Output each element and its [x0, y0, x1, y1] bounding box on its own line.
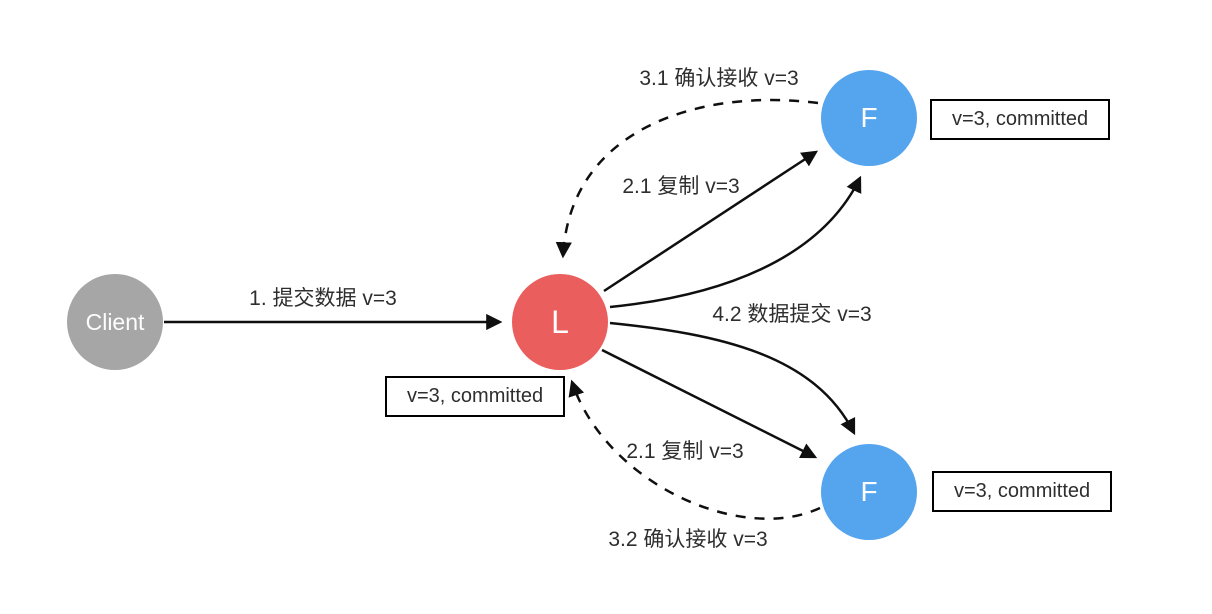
- edge-label-ack-bottom: 3.2 确认接收 v=3: [608, 528, 768, 551]
- edge-commit-top-arrow: [609, 175, 862, 309]
- client-node-label: Client: [85, 308, 145, 335]
- follower-top-status-box: v=3, committed: [930, 99, 1111, 140]
- edge-ack-top-arrow: [555, 98, 819, 259]
- follower-top-node: F: [821, 70, 917, 166]
- leader-node-label: L: [551, 303, 569, 340]
- leader-status-box: v=3, committed: [385, 376, 566, 417]
- edge-replicate-bottom-arrow: [601, 348, 818, 459]
- leader-node: L: [512, 274, 608, 370]
- edge-label-replicate-top: 2.1 复制 v=3: [622, 175, 740, 198]
- follower-bottom-node-label: F: [860, 476, 878, 507]
- client-node: Client: [67, 274, 163, 370]
- edge-replicate-top-arrow: [603, 150, 819, 293]
- edge-label-replicate-bottom: 2.1 复制 v=3: [626, 440, 744, 463]
- follower-top-node-label: F: [860, 102, 878, 133]
- follower-bottom-node: F: [821, 444, 917, 540]
- edge-label-submit: 1. 提交数据 v=3: [249, 287, 397, 310]
- edge-label-commit: 4.2 数据提交 v=3: [712, 303, 872, 326]
- edge-label-ack-top: 3.1 确认接收 v=3: [639, 67, 799, 90]
- edge-commit-bottom-arrow: [609, 321, 856, 436]
- follower-bottom-status-box: v=3, committed: [932, 471, 1113, 512]
